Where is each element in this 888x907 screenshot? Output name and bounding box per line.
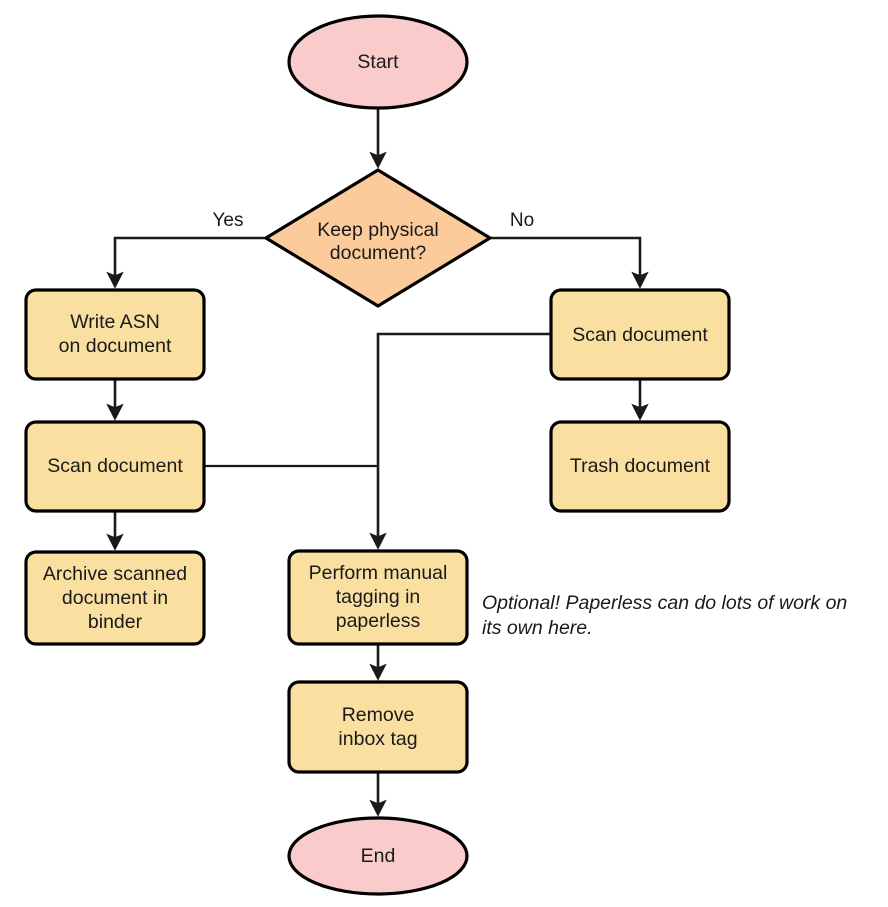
scan-document-left-box bbox=[24, 420, 206, 513]
archive-binder-box bbox=[24, 550, 206, 646]
node-write-asn[interactable]: Write ASN on document bbox=[24, 288, 206, 381]
edge-scan-right-to-tagging bbox=[369, 332, 551, 550]
node-remove-inbox-tag[interactable]: Remove inbox tag bbox=[287, 680, 469, 774]
edge-label-yes: Yes bbox=[213, 210, 244, 231]
write-asn-box bbox=[24, 288, 206, 381]
archive-binder-label-line2: document in bbox=[62, 587, 168, 609]
write-asn-label-line1: Write ASN bbox=[70, 311, 160, 333]
edge-decision-to-scan-right bbox=[491, 236, 649, 289]
scan-document-right-box bbox=[549, 288, 731, 381]
manual-tagging-label-line1: Perform manual bbox=[309, 562, 448, 584]
archive-binder-label-line1: Archive scanned bbox=[43, 563, 187, 585]
end-label: End bbox=[361, 845, 396, 867]
end-ellipse bbox=[287, 816, 469, 896]
decision-label-line1: Keep physical bbox=[317, 219, 438, 241]
remove-inbox-tag-label-line1: Remove bbox=[342, 704, 415, 726]
edge-decision-to-write-asn bbox=[106, 236, 265, 289]
remove-inbox-tag-label-line2: inbox tag bbox=[338, 728, 417, 750]
trash-document-box bbox=[549, 420, 731, 513]
optional-note-line1: Optional! Paperless can do lots of work … bbox=[482, 592, 847, 614]
decision-diamond bbox=[264, 168, 492, 308]
node-scan-document-right[interactable]: Scan document bbox=[549, 288, 731, 381]
node-archive-binder[interactable]: Archive scanned document in binder bbox=[24, 550, 206, 646]
node-end[interactable]: End bbox=[287, 816, 469, 896]
scan-document-right-label: Scan document bbox=[572, 324, 708, 346]
node-scan-document-left[interactable]: Scan document bbox=[24, 420, 206, 513]
manual-tagging-box bbox=[287, 549, 469, 646]
scan-document-left-label: Scan document bbox=[47, 455, 183, 477]
node-start[interactable]: Start bbox=[287, 14, 469, 110]
node-trash-document[interactable]: Trash document bbox=[549, 420, 731, 513]
node-keep-physical-document[interactable]: Keep physical document? bbox=[264, 168, 492, 308]
manual-tagging-label-line3: paperless bbox=[336, 610, 421, 632]
manual-tagging-label-line2: tagging in bbox=[336, 586, 421, 608]
connector-layer bbox=[106, 108, 649, 817]
node-manual-tagging[interactable]: Perform manual tagging in paperless bbox=[287, 549, 469, 646]
edge-label-no: No bbox=[510, 210, 534, 231]
optional-note-line2: its own here. bbox=[482, 617, 593, 639]
trash-document-label: Trash document bbox=[570, 455, 711, 477]
archive-binder-label-line3: binder bbox=[88, 611, 143, 633]
optional-note: Optional! Paperless can do lots of work … bbox=[482, 592, 847, 639]
start-ellipse bbox=[287, 14, 469, 110]
decision-label-line2: document? bbox=[330, 242, 427, 264]
remove-inbox-tag-box bbox=[287, 680, 469, 774]
start-label: Start bbox=[357, 51, 399, 73]
write-asn-label-line2: on document bbox=[59, 335, 172, 357]
